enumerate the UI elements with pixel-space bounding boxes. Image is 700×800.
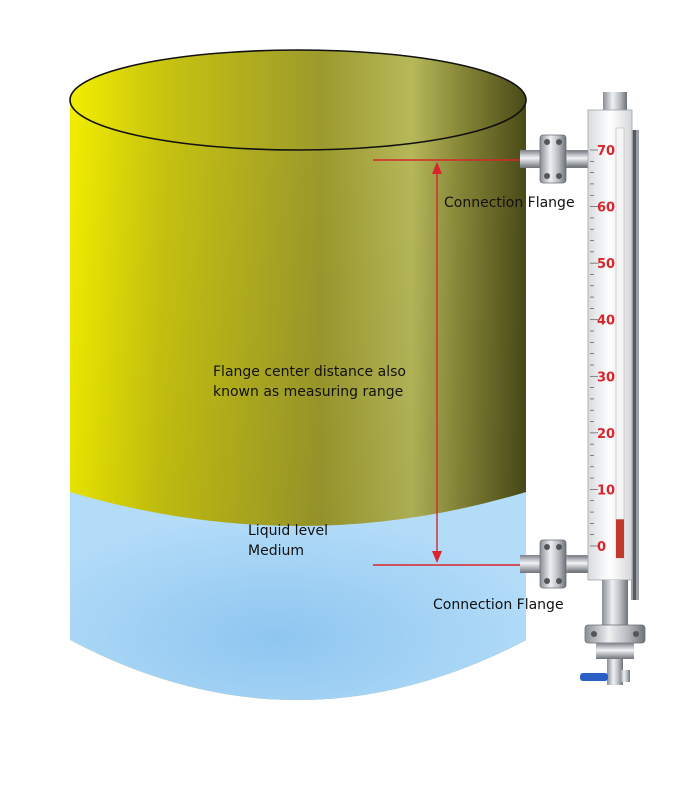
gauge-scale-label: 20 (597, 427, 615, 442)
arrow-down-head (432, 551, 442, 563)
gauge-top-cap (603, 92, 627, 112)
drain-pipe (607, 659, 623, 685)
gauge-scale-label: 30 (597, 370, 615, 385)
measuring-range-dimension (373, 159, 540, 566)
gauge-scale-label: 50 (597, 257, 615, 272)
gauge-level-fill (616, 519, 624, 558)
magnetic-level-gauge: 70 60 50 40 30 20 10 0 (580, 92, 646, 685)
tank (69, 49, 527, 700)
medium-label: Medium (248, 543, 304, 559)
liquid-medium (70, 492, 526, 700)
tank-top-opening (69, 49, 527, 151)
gauge-scale-label: 10 (597, 483, 615, 498)
gauge-scale-ticks (590, 149, 598, 547)
bottom-connection-flange (520, 539, 590, 589)
connection-flange-bottom-label: Connection Flange (433, 597, 564, 613)
gauge-indicator-column (615, 127, 625, 559)
measuring-range-label-line1: Flange center distance also (213, 364, 406, 380)
drain-valve-handle (580, 673, 608, 681)
arrow-up-head (432, 162, 442, 174)
connection-flange-top-label: Connection Flange (444, 195, 575, 211)
gauge-scale-label: 0 (597, 540, 606, 555)
gauge-scale-label: 60 (597, 201, 615, 216)
gauge-scale-label: 40 (597, 314, 615, 329)
liquid-level-label: Liquid level (248, 523, 328, 539)
gauge-scale-panel (587, 109, 633, 581)
gauge-bottom-pipe (602, 580, 628, 625)
gauge-scale-label: 70 (597, 144, 615, 159)
measuring-range-label-line2: known as measuring range (213, 384, 404, 400)
gauge-scale-labels: 70 60 50 40 30 20 10 0 (597, 144, 615, 555)
top-connection-flange (520, 134, 590, 184)
